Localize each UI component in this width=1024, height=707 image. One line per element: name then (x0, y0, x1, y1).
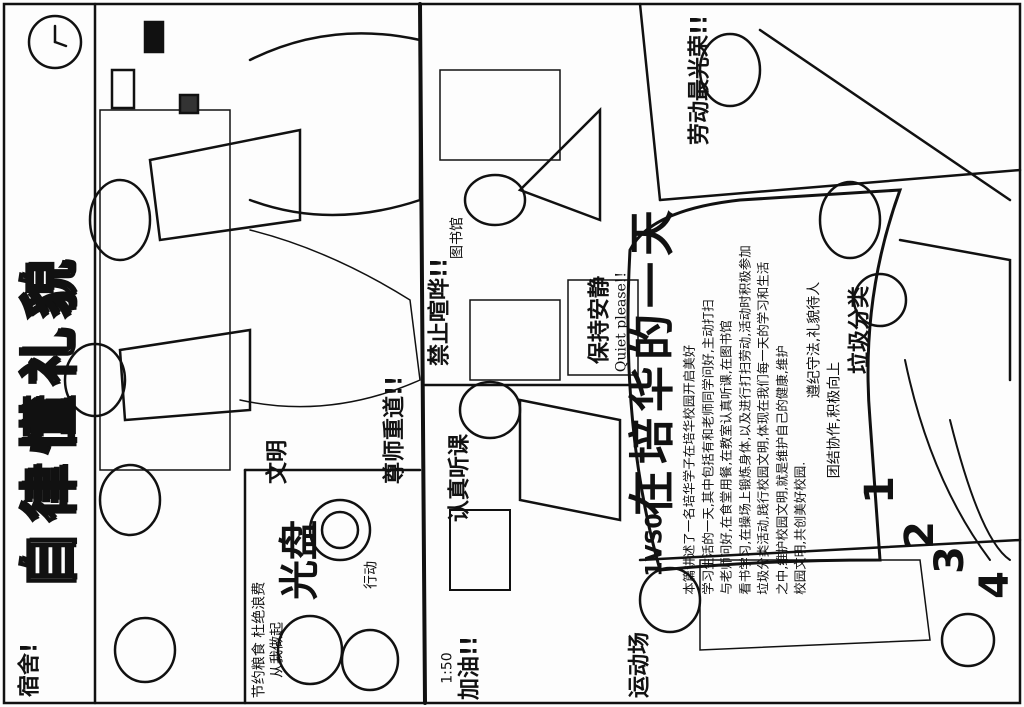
sports-field-label: 运动场 (627, 631, 653, 699)
essay-heading: 在培华的一天 (624, 204, 679, 516)
essay-footer-2: 团结协作,积极向上 (826, 361, 843, 479)
respect-teacher-label: 尊师重道!! (382, 375, 408, 485)
essay-line: 本篇讲述了一名培华学子在培华校园开启美好 (681, 344, 697, 595)
listen-carefully-label: 认真听课 (447, 433, 473, 523)
quiet-sign: 保持安静 (587, 275, 613, 365)
quiet-english: Quiet please!! (613, 271, 630, 373)
labor-glory-label: 劳动最光荣!! (687, 14, 713, 146)
bookshelf (439, 69, 561, 161)
plate-icon (308, 498, 372, 562)
essay-line: 学习生活的一天,其中包括有和老师同学问好,主动打扫 (699, 299, 715, 595)
no-noise-label: 禁止喧哗!! (427, 257, 453, 367)
dorm-label: 宿舍! (17, 642, 43, 698)
plate-action-label: 行动 (363, 561, 380, 589)
civility-label: 文明 (265, 439, 291, 485)
canteen-note-1: 节约粮食 杜绝浪费 (251, 581, 268, 699)
soccer-ball-icon (940, 612, 996, 668)
essay-footer-1: 遵纪守法,礼貌待人 (806, 281, 823, 399)
blackboard (449, 509, 511, 591)
library-sign: 图书馆 (449, 217, 466, 259)
essay-line: 之中,维护校园文明,就是维护自己的健康,维护 (773, 345, 789, 595)
track-number-1: 1 (857, 476, 903, 504)
garbage-sorting-label: 垃圾分类 (847, 285, 873, 375)
track-number-2: 2 (897, 521, 943, 549)
essay-line: 与老师问好,在食堂用餐,在教室认真听课,在图书馆 (718, 320, 734, 595)
canteen-note-2: 从我做起 (269, 622, 286, 678)
track-number-4: 4 (972, 571, 1018, 599)
classroom-score: 1:50 (439, 652, 456, 684)
student-figure (88, 178, 152, 262)
quiet-sign-board (567, 279, 639, 376)
essay-line: 垃圾分类活动,践行校园文明,体现在我们每一天的学习和生活 (755, 261, 771, 595)
track-number-3: 3 (927, 546, 973, 574)
clock-icon (27, 14, 83, 70)
scoreboard: 1VS0 (642, 513, 668, 577)
cheer-label: 加油!! (457, 635, 483, 701)
poster-title: 自律懂礼貌 (14, 249, 85, 592)
essay-line: 看书学习,在操场上锻炼身体,以及进行打扫劳动,活动时积极参加 (736, 245, 752, 595)
clean-plate-label: 光盘 (277, 520, 323, 600)
essay-body: 本篇讲述了一名培华学子在培华校园开启美好 学习生活的一天,其中包括有和老师同学问… (680, 245, 810, 594)
